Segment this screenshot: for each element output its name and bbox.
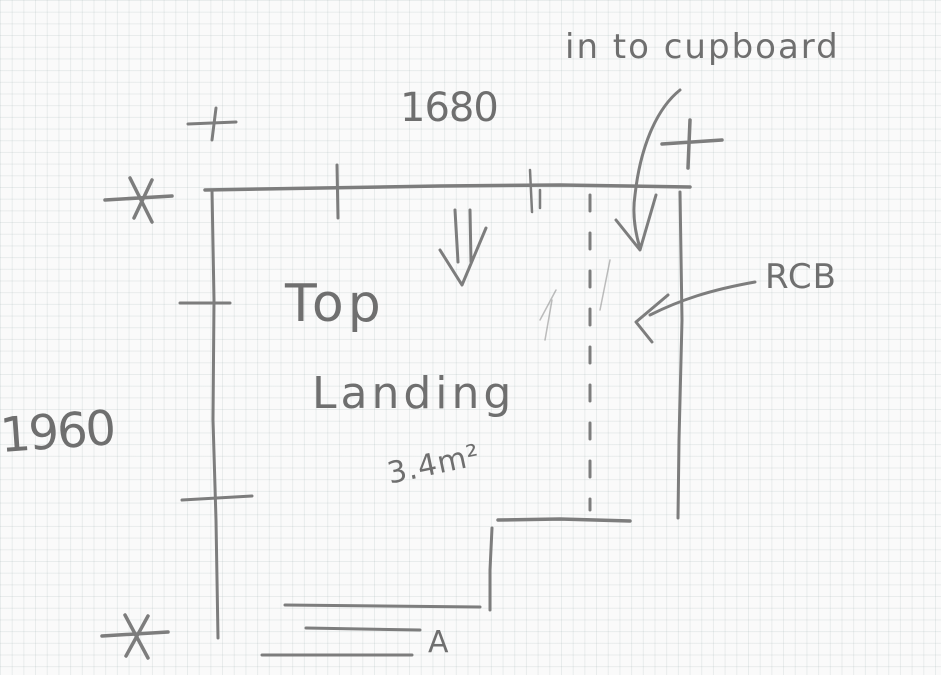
rcb-arrow [634, 280, 757, 344]
cupboard-shading [539, 259, 611, 341]
stair-line-1 [283, 603, 482, 609]
top-tick-2 [528, 168, 542, 214]
cupboard-arrow [614, 88, 682, 252]
entry-arrow [438, 208, 488, 287]
stair-line-2 [304, 626, 422, 632]
stair-label: A [428, 625, 449, 660]
rcb-note: RCB [765, 257, 837, 297]
dimension-tick-top-left [186, 106, 238, 142]
right-wall-line [676, 190, 684, 520]
right-bottom-wall-line [496, 517, 632, 523]
left-tick-2 [180, 494, 254, 502]
stair-opening-wall [488, 526, 494, 612]
asterisk-top-left [103, 176, 174, 224]
room-label-line-2: Landing [312, 368, 516, 419]
asterisk-bottom-left [100, 613, 170, 660]
dimension-height-label: 1960 [0, 400, 116, 464]
asterisk-top-right [660, 118, 724, 170]
top-tick-1 [335, 163, 340, 220]
dimension-width-label: 1680 [400, 85, 499, 131]
top-wall-line [203, 183, 692, 192]
room-label-line-1: Top [285, 274, 385, 334]
left-wall-line [210, 188, 220, 640]
cupboard-note: in to cupboard [565, 27, 840, 67]
